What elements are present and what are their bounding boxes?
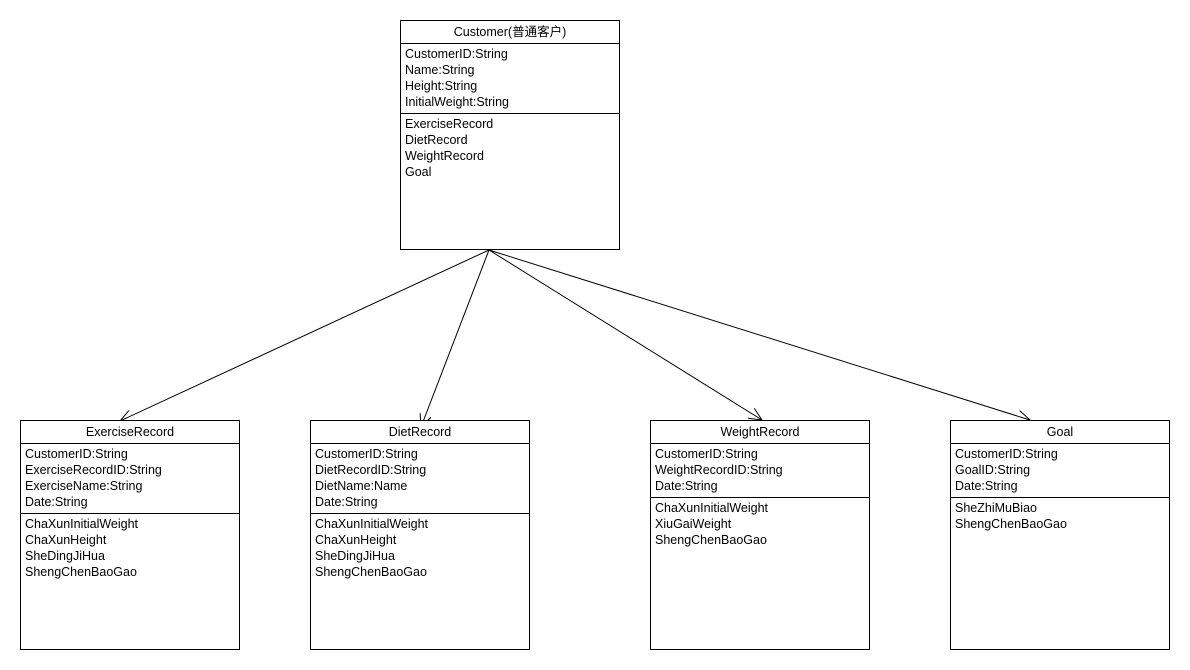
attribute: CustomerID:String: [315, 447, 418, 461]
diet-record-class-title: DietRecord: [311, 421, 529, 444]
arrow-to-exercise-record: [120, 249, 490, 421]
operation: SheDingJiHua: [315, 549, 395, 563]
attribute: Height:String: [405, 79, 478, 93]
attribute: WeightRecordID:String: [655, 463, 783, 477]
operation: SheZhiMuBiao: [955, 501, 1037, 515]
exercise-record-attributes: CustomerID:String ExerciseRecordID:Strin…: [21, 444, 239, 514]
goal-attributes: CustomerID:String GoalID:String Date:Str…: [951, 444, 1169, 498]
operation: ExerciseRecord: [405, 117, 494, 131]
attribute: Name:String: [405, 63, 475, 77]
exercise-record-class-title: ExerciseRecord: [21, 421, 239, 444]
operation: SheDingJiHua: [25, 549, 105, 563]
operation: ShengChenBaoGao: [25, 565, 137, 579]
operation: ShengChenBaoGao: [315, 565, 427, 579]
customer-class-box[interactable]: Customer(普通客户) CustomerID:String Name:St…: [400, 20, 620, 250]
attribute: CustomerID:String: [955, 447, 1058, 461]
operation: DietRecord: [405, 133, 468, 147]
arrow-to-weight-record: [488, 249, 762, 420]
exercise-record-operations: ChaXunInitialWeight ChaXunHeight SheDing…: [21, 514, 239, 583]
attribute: CustomerID:String: [655, 447, 758, 461]
attribute: InitialWeight:String: [405, 95, 509, 109]
goal-class-box[interactable]: Goal CustomerID:String GoalID:String Dat…: [950, 420, 1170, 650]
operation: ChaXunInitialWeight: [315, 517, 429, 531]
operation: XiuGaiWeight: [655, 517, 732, 531]
diet-record-operations: ChaXunInitialWeight ChaXunHeight SheDing…: [311, 514, 529, 583]
weight-record-class-box[interactable]: WeightRecord CustomerID:String WeightRec…: [650, 420, 870, 650]
attribute: ExerciseRecordID:String: [25, 463, 162, 477]
attribute: CustomerID:String: [405, 47, 508, 61]
goal-operations: SheZhiMuBiao ShengChenBaoGao: [951, 498, 1169, 535]
attribute: GoalID:String: [955, 463, 1031, 477]
operation: Goal: [405, 165, 432, 179]
goal-class-title: Goal: [951, 421, 1169, 444]
customer-operations: ExerciseRecord DietRecord WeightRecord G…: [401, 114, 619, 183]
attribute: DietRecordID:String: [315, 463, 427, 477]
operation: ChaXunInitialWeight: [25, 517, 139, 531]
attribute: Date:String: [25, 495, 88, 509]
attribute: ExerciseName:String: [25, 479, 143, 493]
diet-record-class-box[interactable]: DietRecord CustomerID:String DietRecordI…: [310, 420, 530, 650]
customer-class-title: Customer(普通客户): [401, 21, 619, 44]
arrow-to-goal: [488, 249, 1030, 420]
attribute: Date:String: [955, 479, 1018, 493]
attribute: Date:String: [655, 479, 718, 493]
operation: ChaXunHeight: [25, 533, 107, 547]
customer-attributes: CustomerID:String Name:String Height:Str…: [401, 44, 619, 114]
weight-record-operations: ChaXunInitialWeight XiuGaiWeight ShengCh…: [651, 498, 869, 551]
operation: ShengChenBaoGao: [655, 533, 767, 547]
attribute: Date:String: [315, 495, 378, 509]
operation: ShengChenBaoGao: [955, 517, 1067, 531]
arrow-to-diet-record: [421, 249, 490, 427]
weight-record-attributes: CustomerID:String WeightRecordID:String …: [651, 444, 869, 498]
attribute: CustomerID:String: [25, 447, 128, 461]
weight-record-class-title: WeightRecord: [651, 421, 869, 444]
operation: ChaXunHeight: [315, 533, 397, 547]
exercise-record-class-box[interactable]: ExerciseRecord CustomerID:String Exercis…: [20, 420, 240, 650]
operation: WeightRecord: [405, 149, 484, 163]
diet-record-attributes: CustomerID:String DietRecordID:String Di…: [311, 444, 529, 514]
attribute: DietName:Name: [315, 479, 408, 493]
operation: ChaXunInitialWeight: [655, 501, 769, 515]
